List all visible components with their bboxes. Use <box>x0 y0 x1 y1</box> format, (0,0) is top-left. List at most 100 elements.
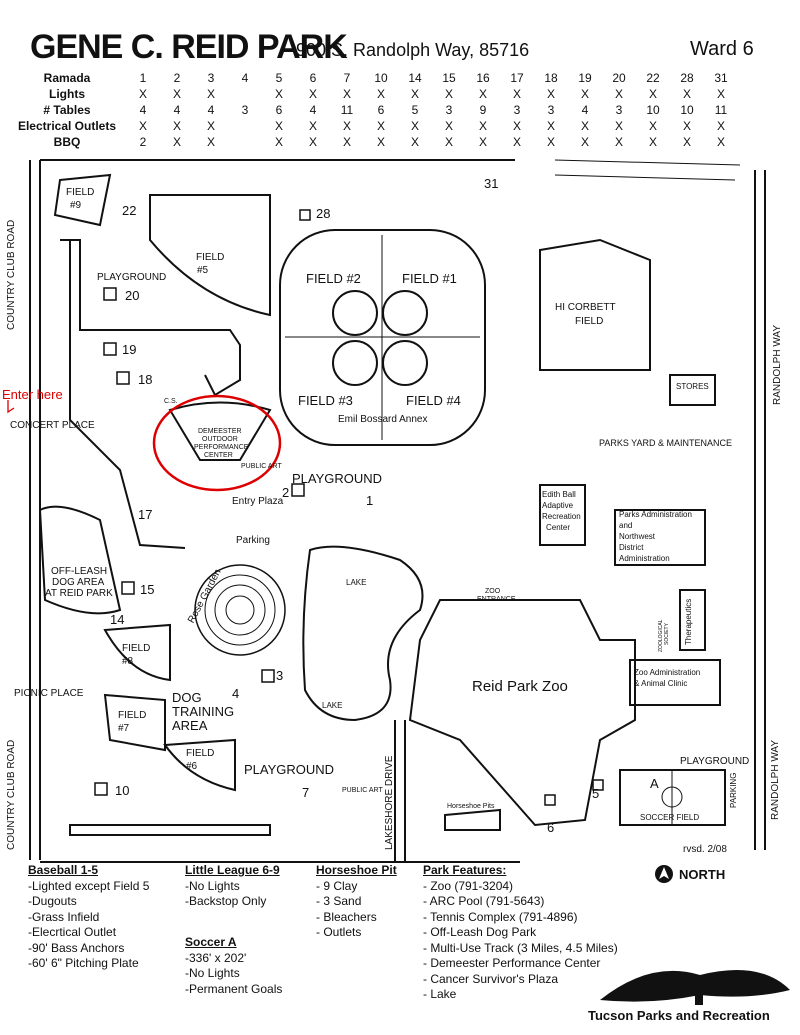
zoo-admin-building <box>629 659 721 706</box>
field8-shape <box>103 623 171 682</box>
park-address: 900 S. Randolph Way, 85716 <box>296 40 530 60</box>
amenity-cell: X <box>580 119 589 133</box>
stores-building <box>669 374 716 406</box>
zoo-label: Reid Park Zoo <box>472 678 568 695</box>
emil-bossard-label: Emil Bossard Annex <box>338 414 428 425</box>
ramada-31-label: 31 <box>484 176 499 191</box>
amenity-cell: X <box>172 119 181 133</box>
ramada-28-label: 28 <box>316 206 331 221</box>
ramada-4-label: 4 <box>232 686 240 701</box>
amenity-cell: 14 <box>408 71 422 85</box>
amenity-cell: X <box>716 87 725 101</box>
road-country-club-bottom: COUNTRY CLUB ROAD <box>6 739 17 850</box>
rose-garden <box>194 564 286 656</box>
amenity-cell: X <box>274 119 283 133</box>
amenity-cell: X <box>614 135 623 149</box>
amenity-cell: X <box>614 87 623 101</box>
zoological-label-2: SOCIETY <box>664 623 670 645</box>
tree-logo <box>600 970 790 1005</box>
amenity-cell: X <box>512 87 521 101</box>
amenity-cell: X <box>274 135 283 149</box>
amenity-cell: 10 <box>680 103 694 117</box>
ramada-19-label: 19 <box>122 342 137 357</box>
amenity-cell: 18 <box>544 71 558 85</box>
amenity-cell: X <box>546 135 555 149</box>
amenity-cell: X <box>444 119 453 133</box>
dog-park-label-3: AT REID PARK <box>45 588 113 599</box>
edith-ball-building <box>539 484 586 546</box>
amenity-cell: 3 <box>445 103 453 117</box>
ramada-1-label: 1 <box>366 493 374 508</box>
ramada-6-label: 6 <box>547 820 555 835</box>
amenity-cell: X <box>342 135 351 149</box>
field-7-label-b: #7 <box>118 723 130 734</box>
amenity-cell: 5 <box>275 71 283 85</box>
dog-training-label-3: AREA <box>172 718 208 733</box>
field-1-label: FIELD #1 <box>402 271 457 286</box>
org-name: Tucson Parks and Recreation <box>588 1008 770 1023</box>
legend-item: -Grass Infield <box>28 909 100 924</box>
legend-little-league-heading: Little League 6-9 <box>185 863 280 877</box>
amenity-cell: X <box>274 87 283 101</box>
legend-little-league: Little League 6-9 -No Lights -Backstop O… <box>185 863 280 910</box>
legend-features-heading: Park Features: <box>423 863 507 877</box>
amenity-cell: X <box>308 135 317 149</box>
entry-plaza-label: Entry Plaza <box>232 496 284 507</box>
amenity-cell: X <box>410 87 419 101</box>
demeester-shape <box>168 401 272 461</box>
field6-shape <box>163 738 236 792</box>
amenity-cell: 7 <box>343 71 351 85</box>
legend-item: -90' Bass Anchors <box>28 940 125 955</box>
zoo-entrance-label-2: ENTRANCE <box>477 596 516 603</box>
amenity-cell: X <box>410 135 419 149</box>
amenity-cell: 11 <box>340 103 354 117</box>
amenity-cell: X <box>580 87 589 101</box>
legend-item: - Tennis Complex (791-4896) <box>423 909 578 924</box>
amenity-cell: 16 <box>476 71 490 85</box>
field9-shape <box>53 173 112 227</box>
amenity-cell: X <box>478 87 487 101</box>
admin-label-3: Northwest <box>619 532 656 541</box>
road-randolph-bottom: RANDOLPH WAY <box>770 739 781 820</box>
amenity-cell: X <box>512 135 521 149</box>
demeester-label-3: PERFORMANCE <box>194 444 249 451</box>
lake-label-1: LAKE <box>346 578 367 587</box>
legend-features: Park Features: - Zoo (791-3204) - ARC Po… <box>423 863 618 1003</box>
field-9-label-b: #9 <box>70 200 82 211</box>
parking-label-2: PARKING <box>729 772 738 808</box>
road-country-club-top: COUNTRY CLUB ROAD <box>6 219 17 330</box>
admin-label-1: Parks Administration <box>619 510 692 519</box>
ramada-15-label: 15 <box>140 582 155 597</box>
legend-item: - 9 Clay <box>316 878 358 893</box>
amenity-row-label: Lights <box>49 87 85 101</box>
amenity-cell: 4 <box>207 103 215 117</box>
soccer-field-label: SOCCER FIELD <box>640 813 700 822</box>
amenity-cell: X <box>512 119 521 133</box>
legend-item: - Demeester Performance Center <box>423 956 601 970</box>
amenity-cell: X <box>376 119 385 133</box>
field-5-label-b: #5 <box>197 265 209 276</box>
parking-label-1: Parking <box>236 535 270 546</box>
amenity-cell: 28 <box>680 71 694 85</box>
demeester-label-2: OUTDOOR <box>202 436 238 443</box>
ramada-markers <box>94 209 604 806</box>
amenity-cell: X <box>172 135 181 149</box>
amenity-cell: 2 <box>139 135 147 149</box>
amenity-cell: 3 <box>513 103 521 117</box>
demeester-label-1: DEMEESTER <box>198 428 242 435</box>
legend-item: -No Lights <box>185 878 240 893</box>
hi-corbett-label-b: FIELD <box>575 316 604 327</box>
amenity-cell: 17 <box>510 71 524 85</box>
amenity-cell: X <box>546 119 555 133</box>
amenity-cell: X <box>648 119 657 133</box>
amenity-row-label: Ramada <box>43 71 91 85</box>
road-concert-place: CONCERT PLACE <box>10 420 95 431</box>
amenity-cell: 11 <box>714 103 728 117</box>
lakeshore-drive <box>394 720 406 862</box>
public-art-label-1: PUBLIC ART <box>241 463 282 470</box>
playground-label-2: PLAYGROUND <box>292 471 383 486</box>
amenity-cell: X <box>376 135 385 149</box>
stores-label: STORES <box>676 382 709 391</box>
